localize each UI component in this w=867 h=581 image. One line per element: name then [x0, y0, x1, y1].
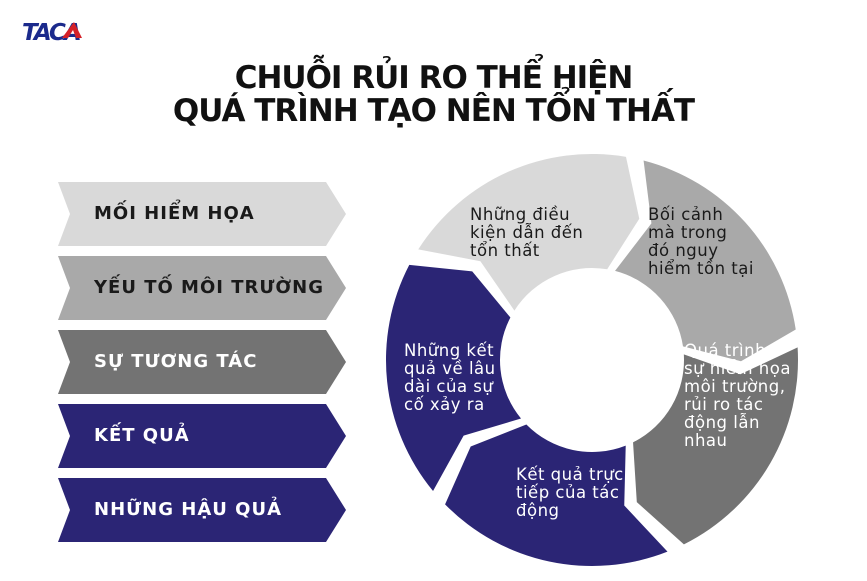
- cycle-segment-1: [615, 160, 796, 362]
- svg-text:TACA: TACA: [22, 20, 80, 46]
- taca-logo-mark: TACA: [22, 20, 82, 46]
- risk-chain-steps: MỐI HIỂM HỌA YẾU TỐ MÔI TRƯỜNG SỰ TƯƠNG …: [58, 182, 348, 544]
- title-line-2: QUÁ TRÌNH TẠO NÊN TỔN THẤT: [172, 93, 695, 129]
- cycle-segment-2: [633, 347, 798, 545]
- step-label: MỐI HIỂM HỌA: [94, 203, 255, 224]
- page-title: CHUỖI RỦI RO THỂ HIỆN QUÁ TRÌNH TẠO NÊN …: [0, 62, 867, 128]
- cycle-ring: [386, 154, 798, 566]
- step-arrow-shape: [58, 182, 346, 246]
- step-arrow-shape: [58, 256, 346, 320]
- taca-logo: TACA: [22, 16, 102, 46]
- cycle-segment-text-context: Bối cảnh mà trong đó nguy hiểm tồn tại: [648, 205, 754, 278]
- cycle-segment-0: [418, 154, 640, 311]
- step-hazard: MỐI HIỂM HỌA: [58, 182, 346, 246]
- cycle-segment-3: [445, 424, 668, 566]
- step-arrow-shape: [58, 404, 346, 468]
- step-consequences: NHỮNG HẬU QUẢ: [58, 478, 346, 542]
- cycle-segment-text-process: Quá trình sự hiểm họa môi trường, rủi ro…: [684, 341, 791, 450]
- step-label: SỰ TƯƠNG TÁC: [94, 351, 258, 372]
- step-environment: YẾU TỐ MÔI TRƯỜNG: [58, 256, 346, 320]
- step-arrow-shape: [58, 478, 346, 542]
- step-label: YẾU TỐ MÔI TRƯỜNG: [94, 277, 324, 298]
- step-outcome: KẾT QUẢ: [58, 404, 346, 468]
- cycle-segment-text-direct-result: Kết quả trực tiếp của tác động: [516, 465, 624, 520]
- risk-cycle-diagram: Những điều kiện dẫn đến tổn thất Bối cản…: [366, 146, 812, 570]
- step-interaction: SỰ TƯƠNG TÁC: [58, 330, 346, 394]
- cycle-segment-text-long-term: Những kết quả về lâu dài của sự cố xảy r…: [404, 341, 496, 414]
- step-label: NHỮNG HẬU QUẢ: [94, 499, 282, 520]
- step-label: KẾT QUẢ: [94, 425, 190, 446]
- step-arrow-shape: [58, 330, 346, 394]
- cycle-segment-text-conditions: Những điều kiện dẫn đến tổn thất: [470, 205, 584, 260]
- title-line-1: CHUỖI RỦI RO THỂ HIỆN: [234, 60, 634, 96]
- cycle-segment-4: [386, 264, 522, 492]
